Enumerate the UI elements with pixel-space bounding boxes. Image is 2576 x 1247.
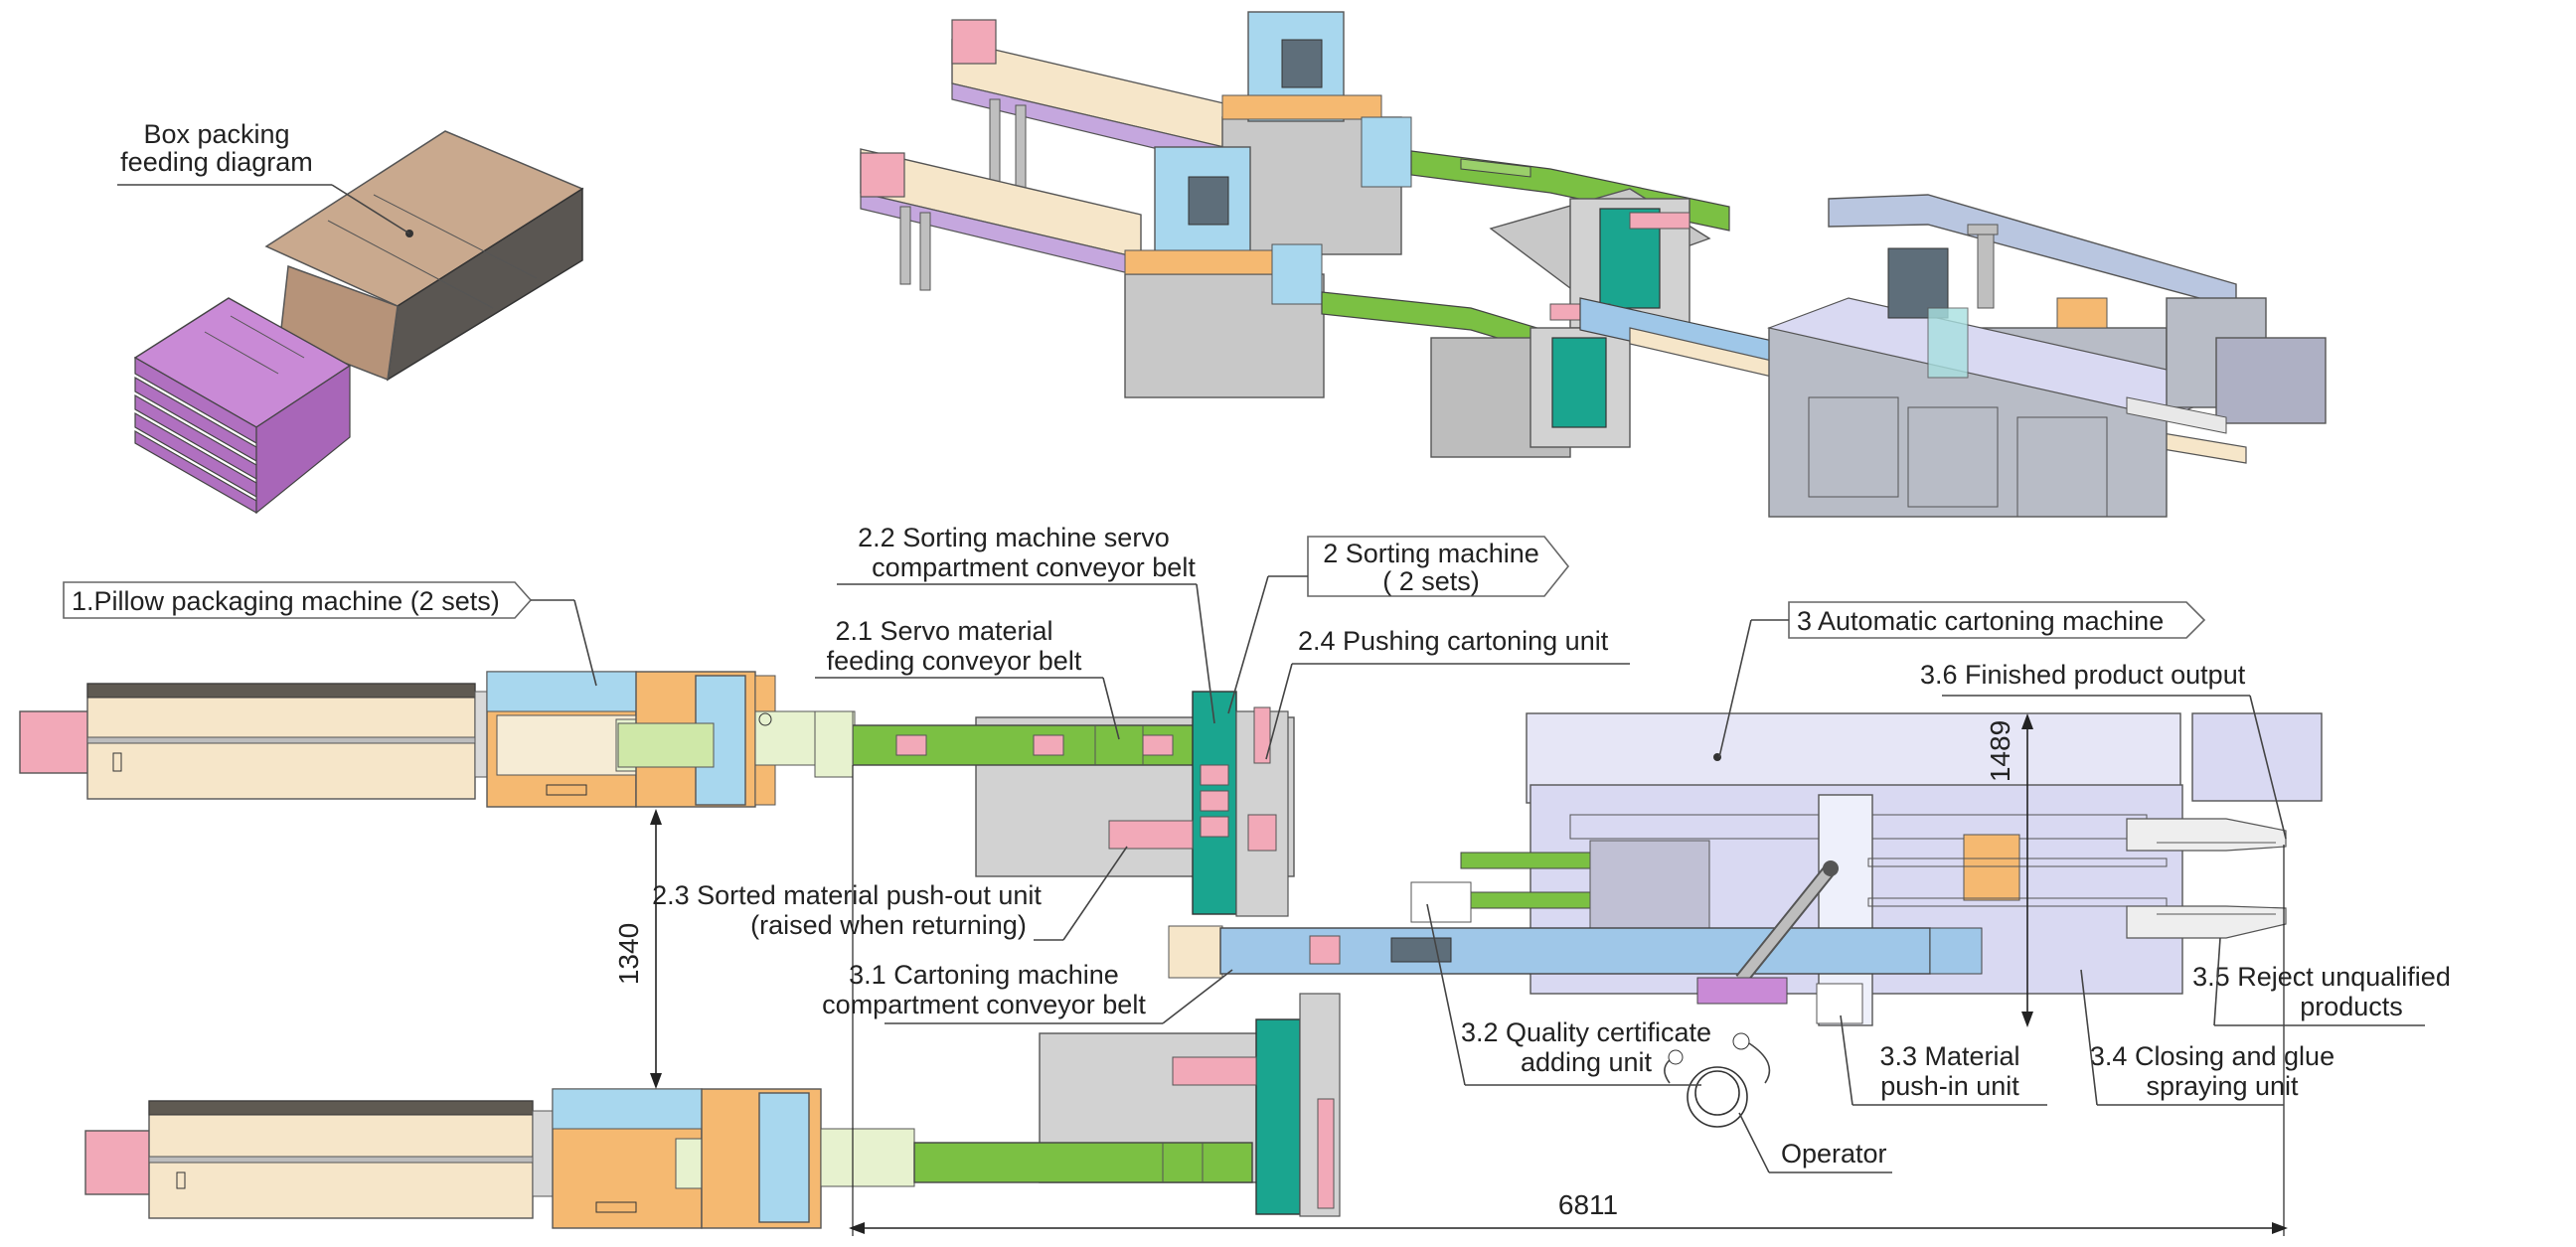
callout-sorting-machine-2: ( 2 sets) — [1382, 566, 1480, 596]
dimension-1340: 1340 — [613, 923, 644, 985]
callout-quality-2: adding unit — [1521, 1047, 1653, 1077]
servo-feeding-belt-upper — [814, 710, 1198, 778]
dimension-horizontal-6811: 6811 — [849, 765, 2288, 1236]
callout-servo-compartment-2: compartment conveyor belt — [872, 552, 1196, 582]
box-packing-label-1: Box packing — [143, 119, 289, 149]
callout-pushout-1: 2.3 Sorted material push-out unit — [652, 880, 1042, 910]
callout-reject-1: 3.5 Reject unqualified — [2192, 962, 2451, 992]
callout-sorting-machine-1: 2 Sorting machine — [1323, 539, 1539, 568]
isometric-line-view — [860, 11, 2327, 518]
callout-closing-2: spraying unit — [2146, 1071, 2299, 1101]
callout-finished-output: 3.6 Finished product output — [1920, 660, 2246, 690]
callout-cartoning-compartment-2: compartment conveyor belt — [822, 990, 1146, 1019]
box-packing-illustration: Box packing feeding diagram — [117, 119, 584, 515]
sorting-compartment-upper — [1108, 691, 1289, 917]
callout-closing-1: 3.4 Closing and glue — [2090, 1041, 2334, 1071]
callout-reject-2: products — [2300, 992, 2403, 1021]
pillow-machine-lower — [84, 1088, 915, 1229]
callout-cartoning-compartment-1: 3.1 Cartoning machine — [849, 960, 1119, 990]
callout-operator: Operator — [1781, 1139, 1887, 1169]
cartoning-machine — [1168, 712, 2323, 1026]
callout-pushin-1: 3.3 Material — [1879, 1041, 2019, 1071]
sorting-compartment-lower — [1172, 993, 1341, 1217]
operator-figure — [1664, 1032, 1771, 1128]
box-packing-label-2: feeding diagram — [120, 147, 313, 177]
callout-auto-cartoning: 3 Automatic cartoning machine — [1797, 606, 2164, 636]
callout-pushing-cartoning: 2.4 Pushing cartoning unit — [1298, 626, 1609, 656]
pillow-machine-upper — [19, 671, 856, 808]
dimension-6811: 6811 — [1558, 1189, 1618, 1220]
servo-feeding-belt-lower — [913, 1142, 1253, 1183]
callout-pushout-2: (raised when returning) — [750, 910, 1027, 940]
dimension-vertical-1489: 1489 — [1985, 713, 2033, 1027]
carton-stack — [133, 297, 352, 515]
callout-quality-1: 3.2 Quality certificate — [1461, 1017, 1711, 1047]
callout-servo-feeding-2: feeding conveyor belt — [827, 646, 1082, 676]
callout-servo-compartment-1: 2.2 Sorting machine servo — [858, 523, 1170, 552]
callout-pushin-2: push-in unit — [1880, 1071, 2019, 1101]
callout-servo-feeding-1: 2.1 Servo material — [835, 616, 1052, 646]
dimension-1489: 1489 — [1985, 720, 2015, 782]
dimension-vertical-1340: 1340 — [613, 809, 662, 1089]
top-view-layout: 1340 1489 6811 1.Pillow packaging machin… — [19, 523, 2451, 1236]
callout-pillow-machine: 1.Pillow packaging machine (2 sets) — [72, 586, 500, 616]
